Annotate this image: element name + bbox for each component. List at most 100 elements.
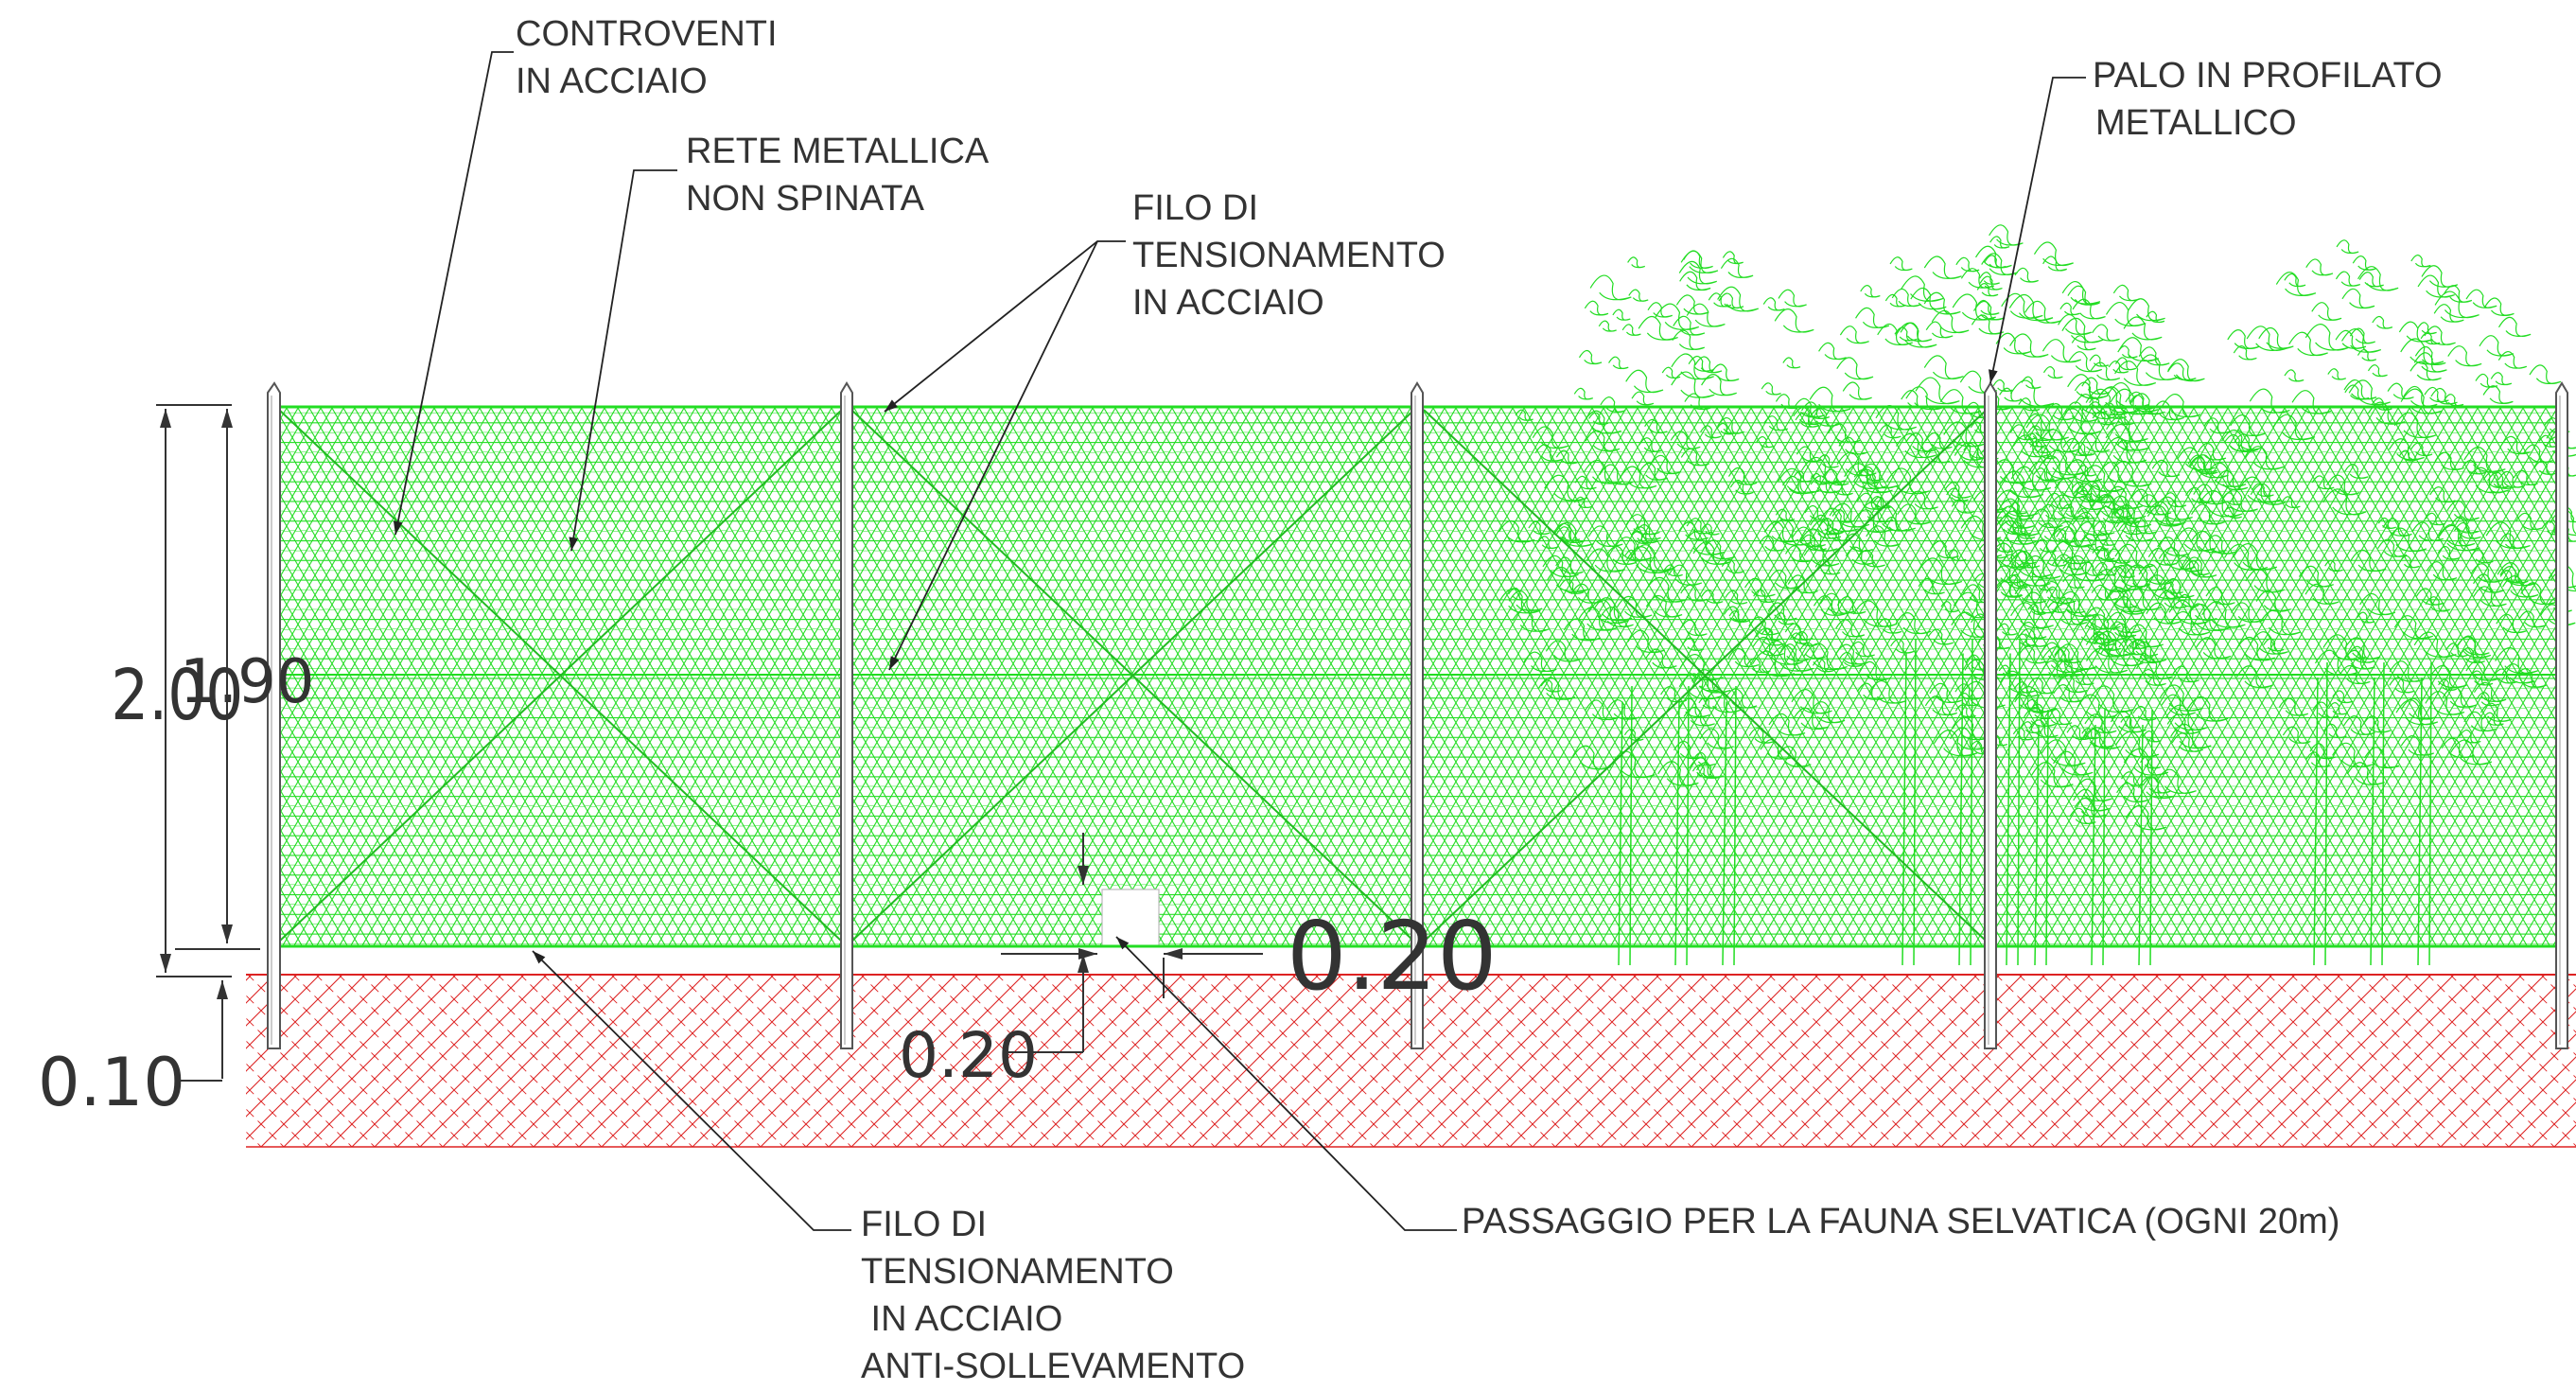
tree-foliage-stroke	[2413, 352, 2447, 373]
tree-foliage-stroke	[2434, 291, 2480, 319]
svg-text:IN ACCIAIO: IN ACCIAIO	[516, 62, 708, 101]
tree-foliage-stroke	[2414, 346, 2446, 366]
tree-foliage-stroke	[2112, 284, 2141, 302]
tree-foliage-stroke	[2327, 368, 2346, 380]
tree-foliage-stroke	[2233, 345, 2257, 361]
tree-foliage-stroke	[1984, 255, 2006, 269]
tree-foliage-stroke	[1625, 369, 1664, 394]
tree-foliage-stroke	[1989, 224, 2024, 246]
svg-text:METALLICO: METALLICO	[2095, 103, 2297, 143]
tree-foliage-stroke	[1708, 292, 1732, 308]
passage-dimensions	[1001, 833, 1263, 1053]
tree-foliage-stroke	[2400, 338, 2445, 365]
tree-foliage-stroke	[1923, 291, 1961, 315]
tree-foliage-stroke	[2482, 385, 2514, 404]
tree-foliage-stroke	[1717, 286, 1759, 312]
label-controventi: CONTROVENTI IN ACCIAIO	[516, 14, 778, 101]
svg-text:TENSIONAMENTO: TENSIONAMENTO	[1132, 236, 1446, 275]
tree-foliage-stroke	[2059, 302, 2080, 316]
post-3	[1411, 381, 1424, 1049]
tree-foliage-stroke	[2033, 241, 2074, 267]
tree-foliage-stroke	[1782, 357, 1801, 369]
tree-foliage-stroke	[1975, 245, 2012, 269]
tree-foliage-stroke	[1952, 293, 1996, 321]
tree-foliage-stroke	[2123, 316, 2163, 341]
tree-foliage-stroke	[2433, 304, 2464, 323]
tree-foliage-stroke	[2074, 381, 2103, 399]
tree-foliage-stroke	[2529, 364, 2562, 385]
tree-foliage-stroke	[2490, 372, 2513, 386]
tree-foliage-stroke	[2275, 272, 2317, 296]
tree-foliage-stroke	[1999, 387, 2022, 402]
tree-foliage-stroke	[1981, 253, 2018, 275]
tree-foliage-stroke	[1671, 353, 1714, 380]
tree-foliage-stroke	[2357, 348, 2377, 361]
tree-foliage-stroke	[2118, 337, 2160, 362]
tree-foliage-stroke	[1959, 370, 1998, 394]
tree-foliage-stroke	[2090, 361, 2121, 381]
tree-foliage-stroke	[2497, 316, 2532, 337]
tree-foliage-stroke	[2479, 335, 2515, 357]
tree-foliage-stroke	[1701, 374, 1737, 396]
tree-foliage-stroke	[2092, 324, 2120, 342]
tree-foliage-stroke	[1710, 363, 1740, 381]
dim-passage-height: 0.20	[899, 1019, 1038, 1092]
svg-text:IN ACCIAIO: IN ACCIAIO	[1132, 283, 1324, 323]
tree-foliage-stroke	[1910, 287, 1947, 310]
tree-foliage-stroke	[2284, 273, 2306, 288]
tree-foliage-stroke	[2008, 294, 2054, 322]
tree-foliage-stroke	[1955, 256, 1980, 273]
tree-foliage-stroke	[2042, 339, 2081, 363]
tree-foliage-stroke	[2430, 387, 2458, 405]
tree-foliage-stroke	[1672, 329, 1706, 350]
label-rete-metallica: RETE METALLICA NON SPINATA	[686, 132, 990, 219]
tree-foliage-stroke	[2042, 255, 2067, 272]
svg-text:RETE METALLICA: RETE METALLICA	[686, 132, 990, 171]
tree-foliage-stroke	[2167, 359, 2205, 382]
tree-foliage-stroke	[1923, 255, 1962, 279]
tree-foliage-stroke	[2061, 281, 2101, 305]
tree-foliage-stroke	[1589, 274, 1632, 301]
tree-foliage-stroke	[1720, 257, 1754, 278]
tree-foliage-stroke	[2042, 366, 2063, 379]
tree-foliage-stroke	[2410, 255, 2431, 268]
tree-foliage-stroke	[1889, 256, 1913, 272]
tree-foliage-stroke	[2097, 387, 2133, 409]
tree-foliage-stroke	[2410, 361, 2442, 381]
tree-foliage-stroke	[1722, 251, 1744, 265]
tree-foliage-stroke	[2424, 386, 2449, 403]
tree-foliage-stroke	[1680, 250, 1719, 273]
tree-foliage-stroke	[1679, 271, 1711, 291]
tree-foliage-stroke	[1621, 324, 1641, 336]
tree-foliage-stroke	[2367, 364, 2388, 378]
tree-foliage-stroke	[2357, 266, 2399, 291]
tree-foliage-stroke	[1923, 355, 1964, 379]
svg-text:ANTI-SOLLEVAMENTO: ANTI-SOLLEVAMENTO	[861, 1347, 1245, 1386]
label-filo-tensionamento: FILO DI TENSIONAMENTO IN ACCIAIO	[1132, 188, 1446, 323]
dim-height-mesh: 1.90	[180, 647, 315, 717]
tree-foliage-stroke	[1894, 326, 1918, 342]
tree-foliage-stroke	[2305, 258, 2334, 276]
tree-foliage-stroke	[2497, 351, 2528, 369]
tree-foliage-stroke	[1686, 303, 1726, 327]
tree-foliage-stroke	[1694, 356, 1723, 374]
label-palo: PALO IN PROFILATO METALLICO	[2093, 56, 2443, 143]
tree-foliage-stroke	[1979, 275, 2003, 291]
tree-foliage-stroke	[1661, 366, 1681, 379]
label-filo-anti-sollevamento: FILO DI TENSIONAMENTO IN ACCIAIO ANTI-SO…	[861, 1205, 1245, 1386]
svg-text:CONTROVENTI: CONTROVENTI	[516, 14, 778, 54]
tree-foliage-stroke	[1608, 356, 1629, 370]
tree-foliage-stroke	[2421, 265, 2459, 288]
tree-foliage-stroke	[2067, 285, 2100, 306]
tree-foliage-stroke	[1638, 316, 1678, 341]
leader-lines	[393, 51, 2086, 1231]
tree-foliage-stroke	[1578, 349, 1603, 365]
svg-text:NON SPINATA: NON SPINATA	[686, 179, 925, 219]
height-dimensions	[156, 404, 260, 1082]
tree-foliage-stroke	[1960, 268, 1995, 289]
tree-foliage-stroke	[1627, 256, 1646, 269]
tree-foliage-stroke	[2372, 315, 2393, 329]
tree-foliage-stroke	[2358, 272, 2384, 288]
tree-foliage-stroke	[2146, 310, 2165, 324]
tree-foliage-stroke	[2117, 345, 2138, 359]
